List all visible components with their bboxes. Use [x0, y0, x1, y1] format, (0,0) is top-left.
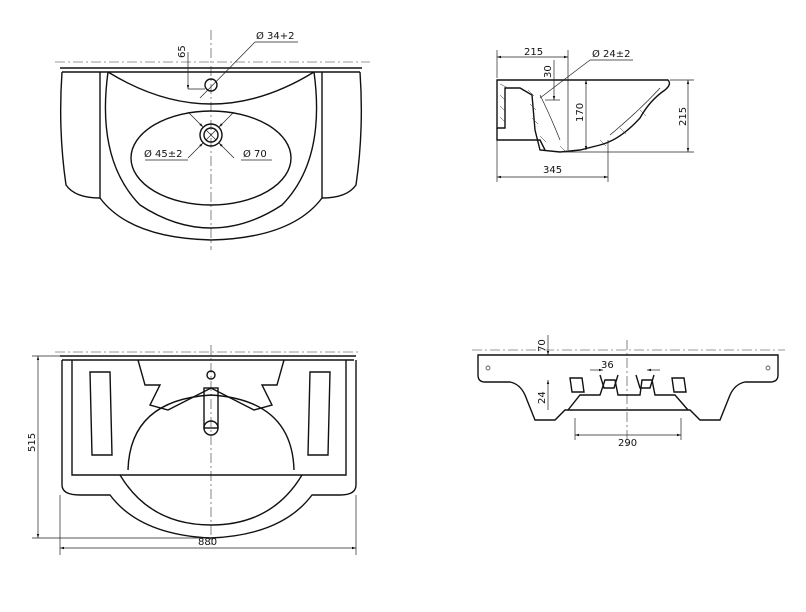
- overflow-diameter-label: Ø 24±2: [592, 48, 631, 60]
- side-top-thickness-label: 70: [537, 339, 548, 352]
- total-height-label: 215: [678, 107, 689, 126]
- depth-label: 345: [543, 165, 562, 176]
- drain-diameter-label: Ø 45±2: [144, 148, 183, 160]
- basin-depth-label: 170: [575, 103, 586, 122]
- side-base-width-label: 290: [618, 438, 637, 449]
- tap-hole-offset-label: 65: [177, 45, 188, 58]
- section-view: 215 Ø 24±2 30 170 215 345: [496, 47, 694, 182]
- overflow-offset-label: 30: [543, 65, 554, 78]
- tap-hole-diameter-label: Ø 34+2: [256, 30, 295, 42]
- front-view: 515 880: [27, 345, 360, 555]
- plan-view: Ø 34+2 65 Ø 45±2 Ø 70: [55, 30, 370, 250]
- side-bottom-offset-label: 24: [537, 391, 548, 404]
- side-spacing-label: 36: [601, 360, 614, 371]
- front-width-label: 880: [198, 537, 217, 548]
- side-view: 70 36 24 290: [472, 335, 785, 449]
- drain-outer-diameter-label: Ø 70: [243, 148, 267, 160]
- section-width-label: 215: [524, 47, 543, 58]
- front-depth-label: 515: [27, 433, 38, 452]
